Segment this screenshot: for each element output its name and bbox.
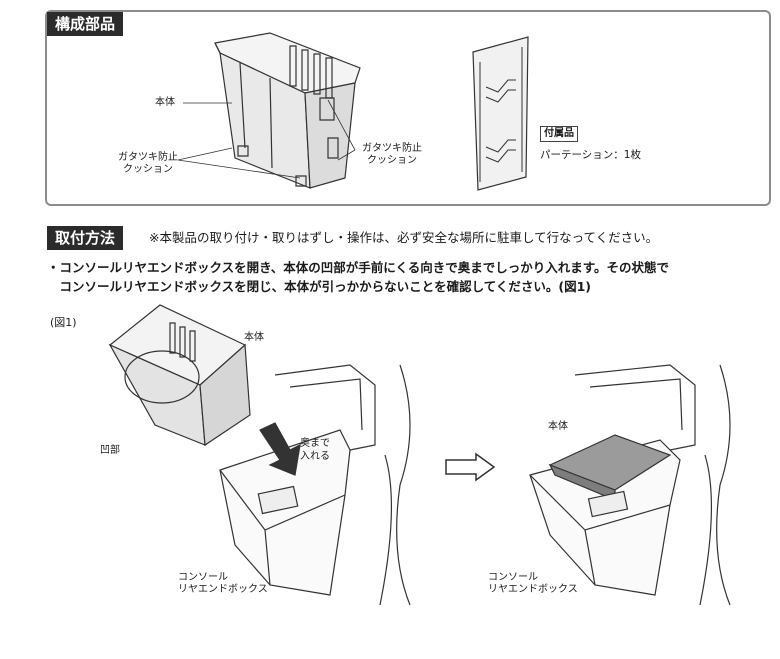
cushion-label-right: ガタツキ防止 クッション — [362, 143, 422, 166]
install-heading: 取付方法 — [47, 226, 124, 250]
console-label: コンソール リヤエンドボックス — [178, 572, 268, 595]
right-arrow-icon — [444, 452, 496, 482]
push-instruction: 奥まで 入れる — [300, 438, 330, 462]
after-console-label: コンソール リヤエンドボックス — [488, 572, 578, 595]
components-panel — [45, 10, 771, 206]
cushion-label-left: ガタツキ防止 クッション — [118, 152, 178, 175]
figure-before — [100, 305, 440, 605]
install-step-line2: コンソールリヤエンドボックスを閉じ、本体が引っかからないことを確認してください。… — [47, 279, 592, 294]
figure-after — [520, 365, 750, 605]
accessory-item: パーテーション：1枚 — [540, 149, 641, 161]
figure-caption: (図1) — [50, 316, 77, 329]
install-step-line1: ・コンソールリヤエンドボックスを開き、本体の凹部が手前にくる向きで奥までしっかり… — [47, 260, 670, 275]
figure-body-label: 本体 — [244, 332, 264, 343]
body-label: 本体 — [155, 97, 175, 108]
partition-illustration — [468, 32, 538, 192]
caution-note: ※本製品の取り付け・取りはずし・操作は、必ず安全な場所に駐車して行なってください… — [149, 230, 659, 245]
components-heading: 構成部品 — [47, 12, 124, 36]
body-illustration — [210, 28, 370, 193]
after-body-label: 本体 — [548, 421, 568, 432]
accessory-title: 付属品 — [540, 126, 578, 142]
recess-label: 凹部 — [100, 445, 120, 456]
